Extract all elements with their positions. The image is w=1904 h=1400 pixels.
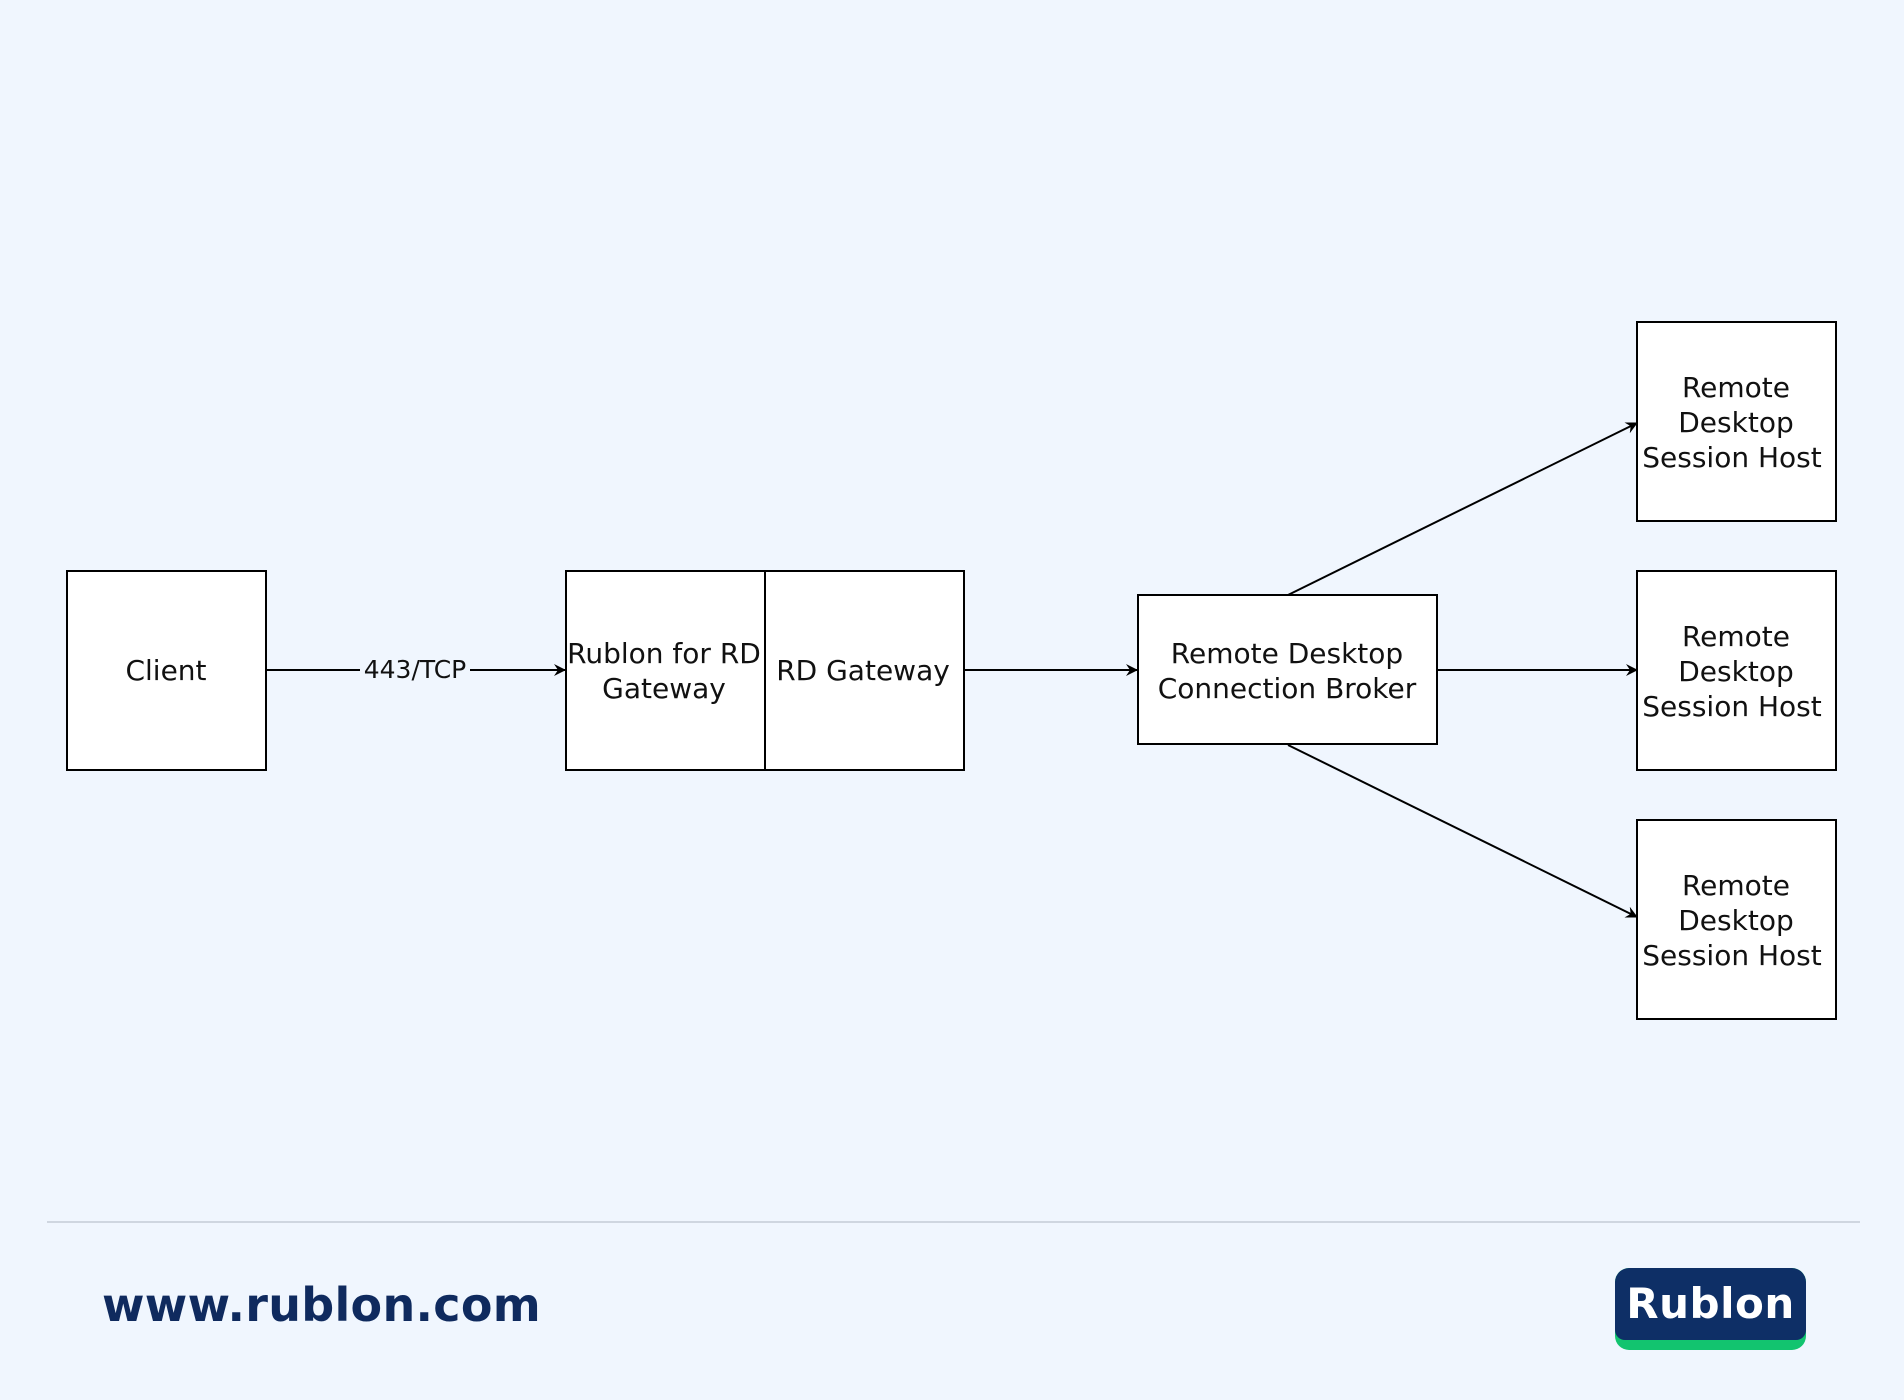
edge-broker-to-session-host-3	[1287, 744, 1638, 918]
node-session-host-2-line-2: Desktop	[1678, 655, 1793, 688]
rublon-logo-text: Rublon	[1626, 1279, 1795, 1328]
node-session-host-3: Remote Desktop Session Host	[1636, 819, 1837, 1020]
node-rublon-label-line-1: Rublon for RD	[567, 637, 761, 670]
node-session-host-1-line-2: Desktop	[1678, 406, 1793, 439]
node-rublon-label-line-2: Gateway	[602, 672, 726, 705]
footer-url-link[interactable]: www.rublon.com	[102, 1278, 541, 1332]
node-broker-label-line-1: Remote Desktop	[1171, 637, 1403, 670]
node-session-host-1-line-1: Remote	[1682, 371, 1790, 404]
node-session-host-2-line-1: Remote	[1682, 620, 1790, 653]
edge-label-background	[360, 655, 470, 685]
node-broker-label-line-2: Connection Broker	[1158, 672, 1417, 705]
node-session-host-1-line-3: Session Host	[1642, 441, 1822, 474]
edge-broker-to-session-host-1	[1287, 422, 1638, 596]
node-rd-gateway: RD Gateway	[764, 570, 965, 771]
node-rublon-for-rd-gateway: Rublon for RD Gateway	[565, 570, 766, 771]
rublon-logo: Rublon	[1615, 1268, 1806, 1350]
node-session-host-3-line-2: Desktop	[1678, 904, 1793, 937]
node-client-label: Client	[125, 654, 206, 687]
node-session-host-2: Remote Desktop Session Host	[1636, 570, 1837, 771]
node-session-host-1: Remote Desktop Session Host	[1636, 321, 1837, 522]
node-connection-broker: Remote Desktop Connection Broker	[1137, 594, 1438, 745]
node-client: Client	[66, 570, 267, 771]
edge-label-443-tcp: 443/TCP	[364, 655, 466, 684]
node-session-host-3-line-1: Remote	[1682, 869, 1790, 902]
rublon-logo-background	[1615, 1268, 1806, 1340]
node-session-host-2-line-3: Session Host	[1642, 690, 1822, 723]
node-session-host-3-line-3: Session Host	[1642, 939, 1822, 972]
footer-divider	[47, 1221, 1860, 1223]
node-rd-gateway-label: RD Gateway	[776, 654, 950, 687]
